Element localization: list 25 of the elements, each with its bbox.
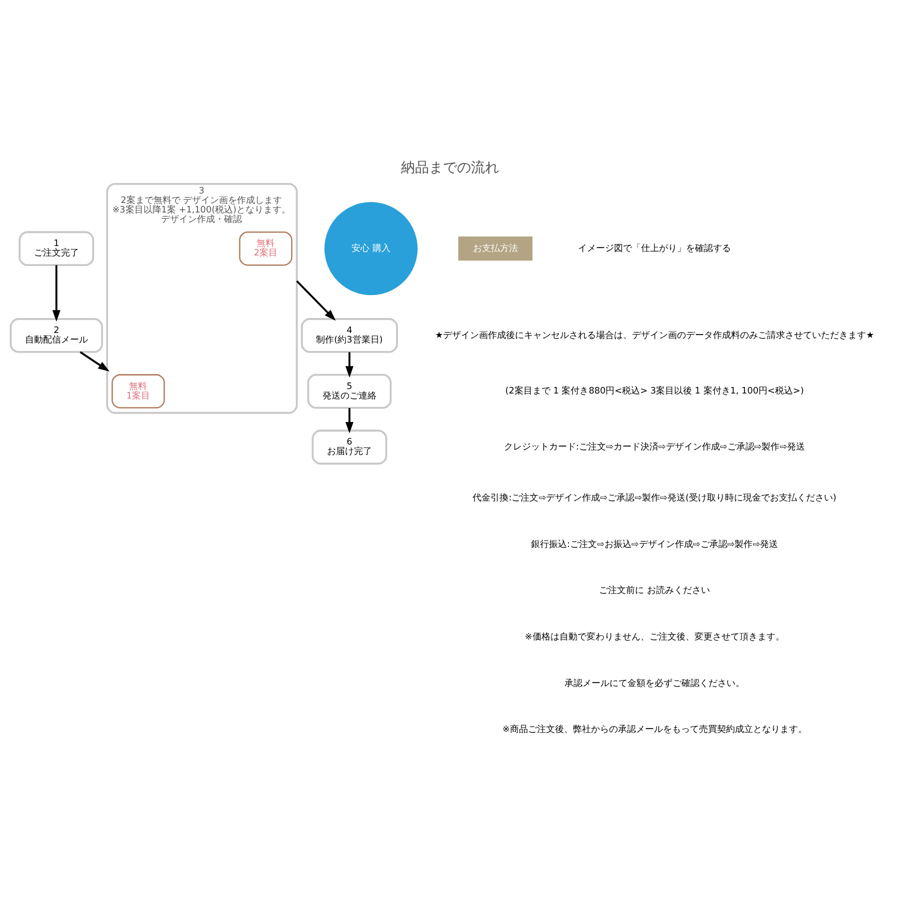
node-box: 6 お届け完了	[312, 430, 388, 465]
label: ※商品ご注文後、弊社からの承認メールをもって売買契約成立となります。	[502, 725, 807, 736]
label: 承認メールにて金額を必ずご確認ください。	[564, 678, 745, 689]
label: (2案目まで 1 案付き880円<税込> 3案目以後 1 案付き1, 100円<税込>)	[505, 386, 804, 397]
node-circle: 安心 購入	[322, 200, 420, 298]
arrow	[345, 408, 354, 434]
arrow	[52, 265, 60, 322]
label: 銀行振込:ご注文⇨お振込⇨デザイン作成⇨ご承認⇨製作⇨発送	[530, 540, 778, 550]
node-box: 4 制作(約3営業日)	[300, 318, 398, 353]
label: クレジットカード:ご注文⇨カード決済⇨デザイン作成⇨ご承認⇨製作⇨発送	[504, 442, 806, 452]
label: ※価格は自動で変わりません、ご注文後、変更させて頂きます。	[524, 632, 784, 642]
label: 代金引換:ご注文⇨デザイン作成⇨ご承認⇨製作⇨発送(受け取り時に現金でお支払ください)	[472, 494, 836, 504]
node-box: 1 ご注文完了	[18, 231, 94, 266]
diagram-title: 納品までの流れ	[401, 160, 499, 176]
node-box: 無料 1案目	[112, 374, 165, 408]
label: ★デザイン画作成後にキャンセルされる場合は、デザイン画のデータ作成料のみご請求させていただきます★	[435, 330, 874, 341]
label: ご注文前に お読みください	[599, 586, 710, 596]
node-box: 無料 2案目	[239, 231, 292, 266]
node-box: 2 自動配信メール	[10, 318, 104, 353]
arrow	[80, 351, 110, 372]
arrow	[345, 352, 354, 378]
label: イメージ図で「仕上がり」を確認する	[578, 244, 732, 254]
arrow	[296, 280, 336, 321]
node-box: お支払方法	[458, 236, 532, 261]
node-box: 5 発送のご連絡	[307, 374, 392, 409]
